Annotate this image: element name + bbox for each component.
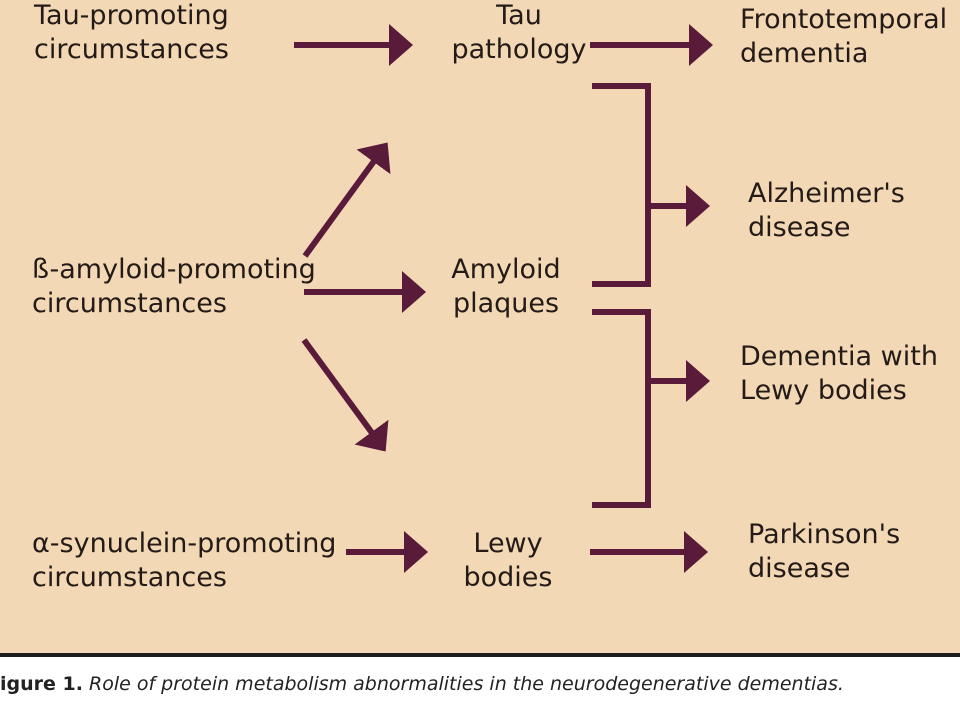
arrow-amyloid-to-lewy xyxy=(301,338,389,452)
cause-amyloid-label: ß-amyloid-promoting circumstances xyxy=(32,254,316,319)
diagram-panel xyxy=(0,0,960,653)
bracket-dlb xyxy=(592,309,651,508)
flow-diagram xyxy=(294,24,713,573)
bracket-alzheimers xyxy=(592,83,651,287)
outcome-ftd-label: Frontotemporal dementia xyxy=(740,4,948,69)
outcome-dlb-label: Dementia with Lewy bodies xyxy=(740,341,938,406)
arrow-amyloid-to-tau-pathology xyxy=(302,142,391,258)
pathology-tau-label: Tau pathology xyxy=(451,0,587,65)
outcome-parkinsons-label: Parkinson's disease xyxy=(748,519,901,584)
cause-tau-label: Tau-promoting circumstances xyxy=(34,0,229,65)
outcome-alzheimers-label: Alzheimer's disease xyxy=(748,178,905,243)
caption-lead: igure 1. xyxy=(0,673,83,695)
pathology-lewy-label: Lewy bodies xyxy=(463,528,553,593)
pathology-amyloid-label: Amyloid plaques xyxy=(451,254,561,319)
caption-separator xyxy=(0,653,960,657)
caption-text: Role of protein metabolism abnormalities… xyxy=(89,673,844,695)
cause-synuclein-label: α-synuclein-promoting circumstances xyxy=(32,528,337,593)
figure-caption: igure 1. Role of protein metabolism abno… xyxy=(0,672,844,696)
